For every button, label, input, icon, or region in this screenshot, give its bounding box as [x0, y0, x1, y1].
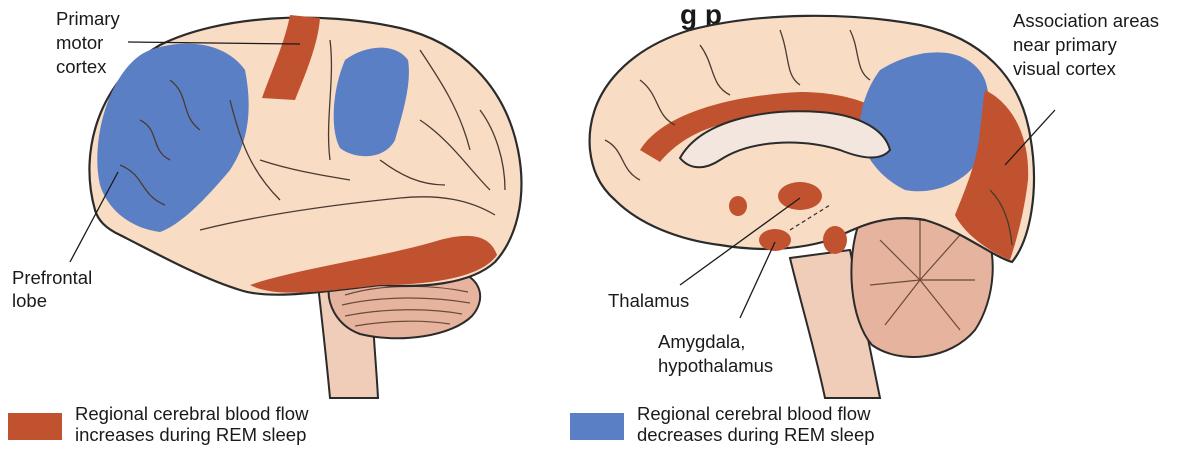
- medial-pons-increase: [823, 226, 847, 254]
- legend-increase: Regional cerebral blood flow increases d…: [8, 403, 405, 447]
- thalamus-label: Thalamus: [608, 290, 689, 311]
- rem-sleep-brain-diagram: g p: [0, 0, 1183, 400]
- amygdala-leader: [740, 242, 775, 318]
- medial-brain-view: Association areas near primary visual co…: [590, 10, 1165, 398]
- decrease-swatch: [570, 413, 624, 440]
- decrease-legend-line2: decreases during REM sleep: [637, 424, 967, 445]
- medial-thalamus-increase: [778, 182, 822, 210]
- increase-legend-line1: Regional cerebral blood flow: [75, 403, 405, 424]
- lateral-brain-view: Primary motor cortex Prefrontal lobe: [12, 8, 521, 398]
- legend-decrease: Regional cerebral blood flow decreases d…: [570, 403, 967, 447]
- prefrontal-label: Prefrontal lobe: [12, 267, 97, 311]
- medial-amygdala-increase: [759, 229, 791, 251]
- decrease-legend-line1: Regional cerebral blood flow: [637, 403, 967, 424]
- medial-association-decrease: [860, 52, 989, 191]
- decrease-legend-text: Regional cerebral blood flow decreases d…: [637, 403, 967, 445]
- motor-cortex-label: Primary motor cortex: [56, 8, 125, 77]
- amygdala-label: Amygdala, hypothalamus: [658, 331, 773, 376]
- increase-legend-line2: increases during REM sleep: [75, 424, 405, 445]
- increase-legend-text: Regional cerebral blood flow increases d…: [75, 403, 405, 445]
- increase-swatch: [8, 413, 62, 440]
- association-label: Association areas near primary visual co…: [1013, 10, 1164, 79]
- medial-frontal-small-increase: [729, 196, 747, 216]
